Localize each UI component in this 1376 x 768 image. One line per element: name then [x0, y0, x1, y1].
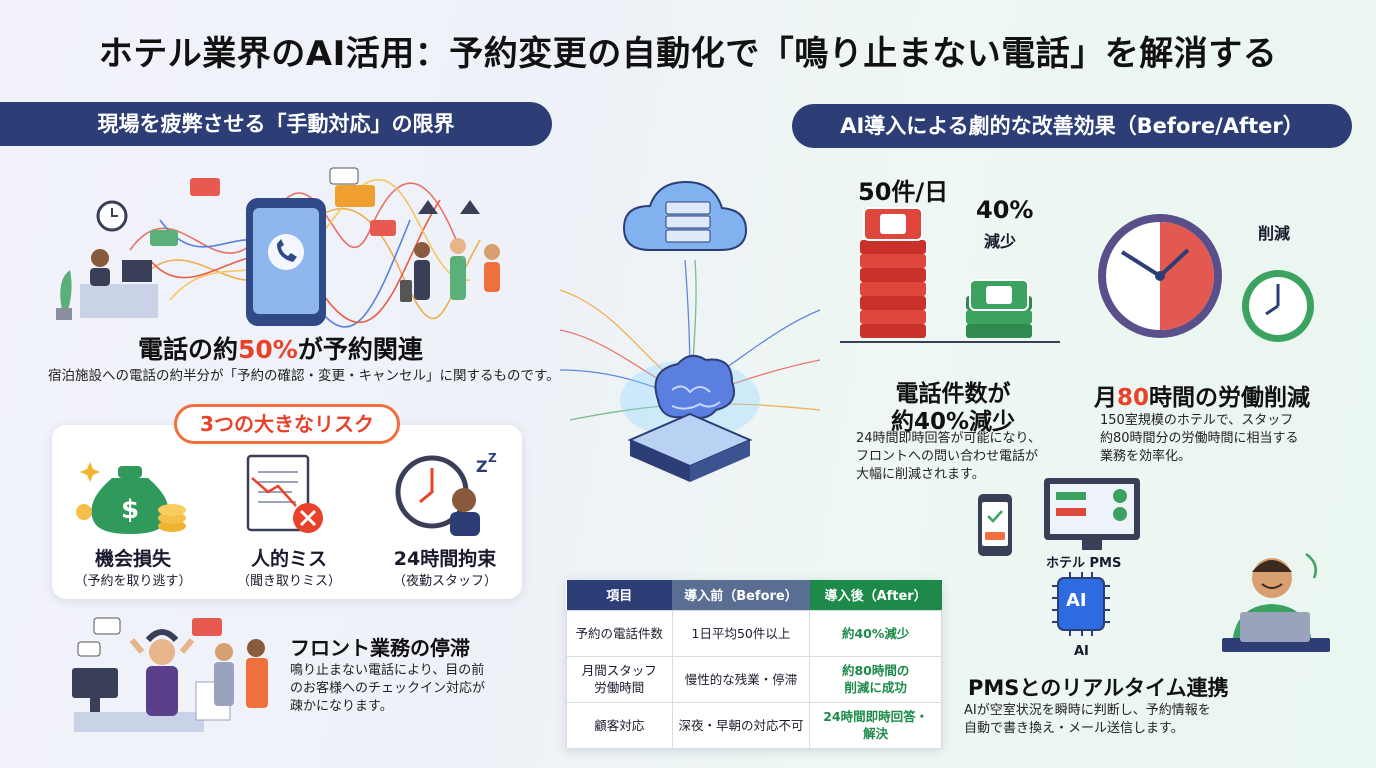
- risk-pill: 3つの大きなリスク: [174, 404, 400, 444]
- call-chaos-illustration: [56, 167, 500, 328]
- table-row: 予約の電話件数 1日平均50件以上 約40%減少: [566, 609, 942, 657]
- svg-text:Z: Z: [488, 452, 497, 465]
- calls-before-label: 50件/日: [858, 178, 949, 206]
- labor-clock-illustration: [1098, 214, 1314, 342]
- labor-desc-line-1: 150室規模のホテルで、スタッフ: [1100, 413, 1294, 428]
- pms-desc-line-1: AIが空室状況を瞬時に判断し、予約情報を: [964, 703, 1211, 718]
- page-title: ホテル業界のAI活用：予約変更の自動化で「鳴り止まない電話」を解消する: [98, 34, 1278, 74]
- calls-title-line-1: 電話件数が: [895, 381, 1011, 407]
- staff-laptop-illustration: [1222, 552, 1330, 652]
- svg-text:Z: Z: [476, 457, 488, 476]
- risk-sub-24h: （夜勤スタッフ）: [392, 574, 497, 589]
- left-headline-description: 宿泊施設への電話の約半分が「予約の確認・変更・キャンセル」に関するものです。: [48, 368, 560, 384]
- table-cell: 月間スタッフ 労働時間: [566, 655, 673, 703]
- pms-desc-line-2: 自動で書き換え・メール送信します。: [964, 721, 1184, 736]
- headline-percent: 50%: [238, 335, 298, 364]
- ai-chip-icon: [1052, 572, 1110, 636]
- calls-desc-line-2: フロントへの問い合わせ電話が: [856, 449, 1039, 464]
- table-row: 顧客対応 深夜・早朝の対応不可 24時間即時回答・ 解決: [566, 701, 942, 749]
- ai-label: AI: [1074, 644, 1089, 659]
- ai-cloud-brain-illustration: [560, 180, 820, 482]
- table-cell: 約80時間の 削減に成功: [809, 655, 942, 703]
- labor-desc-line-2: 約80時間分の労働時間に相当する: [1100, 431, 1299, 446]
- calls-reduction-word: 減少: [984, 232, 1017, 251]
- table-header-item: 項目: [566, 580, 673, 610]
- pms-label: ホテル PMS: [1046, 556, 1122, 571]
- table-cell: 予約の電話件数: [566, 609, 673, 657]
- labor-title-post: 時間の労働削減: [1149, 385, 1311, 411]
- labor-title: 月80時間の労働削減: [1094, 378, 1310, 412]
- before-after-table: 項目 導入前（Before） 導入後（After） 予約の電話件数 1日平均50…: [566, 580, 942, 749]
- table-header-before: 導入前（Before）: [672, 580, 810, 610]
- table-cell: 深夜・早朝の対応不可: [671, 701, 811, 749]
- left-headline: 電話の約50%が予約関連: [138, 330, 423, 366]
- phone-stacks-illustration: [840, 207, 1060, 343]
- risk-label-opportunity: 機会損失: [94, 548, 171, 570]
- table-row: 月間スタッフ 労働時間 慢性的な残業・停滞 約80時間の 削減に成功: [566, 655, 942, 703]
- front-desk-stress-illustration: [72, 617, 268, 732]
- labor-title-number: 80: [1117, 385, 1150, 411]
- front-desc-line-2: のお客様へのチェックイン対応が: [290, 681, 486, 696]
- left-section-banner: 現場を疲弊させる「手動対応」の限界: [0, 102, 552, 146]
- table-cell: 顧客対応: [566, 701, 673, 749]
- risk-label-24h: 24時間拘束: [393, 548, 497, 570]
- risk-label-human-error: 人的ミス: [250, 548, 327, 570]
- calls-title-line-2: 約40%減少: [890, 409, 1016, 435]
- table-cell: 24時間即時回答・ 解決: [809, 701, 942, 749]
- headline-pre: 電話の約: [138, 335, 239, 364]
- ai-chip-text: AI: [1066, 590, 1087, 611]
- risk-sub-opportunity: （予約を取り逃す）: [74, 574, 192, 589]
- labor-desc-line-3: 業務を効率化。: [1100, 449, 1192, 464]
- clock-sleep-icon: Z Z: [395, 452, 497, 536]
- money-bag-icon: $: [76, 462, 186, 534]
- right-section-banner: AI導入による劇的な改善効果（Before/After）: [792, 104, 1352, 148]
- calls-desc-line-3: 大幅に削減されます。: [856, 467, 985, 482]
- table-header-after: 導入後（After）: [809, 580, 942, 610]
- pms-devices-illustration: [978, 478, 1140, 556]
- headline-post: が予約関連: [297, 335, 423, 364]
- svg-text:$: $: [121, 495, 139, 525]
- front-desc-line-1: 鳴り止まない電話により、目の前: [290, 663, 485, 678]
- table-cell: 慢性的な残業・停滞: [671, 655, 811, 703]
- risk-sub-human-error: （聞き取りミス）: [236, 574, 341, 589]
- table-cell: 1日平均50件以上: [671, 609, 811, 657]
- labor-title-pre: 月: [1094, 385, 1117, 411]
- front-title: フロント業務の停滞: [290, 636, 470, 660]
- calls-desc-line-1: 24時間即時回答が可能になり、: [856, 431, 1042, 446]
- pms-title: PMSとのリアルタイム連携: [968, 676, 1229, 700]
- front-desc-line-3: 疎かになります。: [290, 699, 393, 714]
- calls-reduction-percent: 40%: [976, 196, 1034, 224]
- labor-cut-label: 削減: [1258, 224, 1291, 243]
- document-error-icon: [246, 454, 323, 533]
- table-cell: 約40%減少: [809, 609, 942, 657]
